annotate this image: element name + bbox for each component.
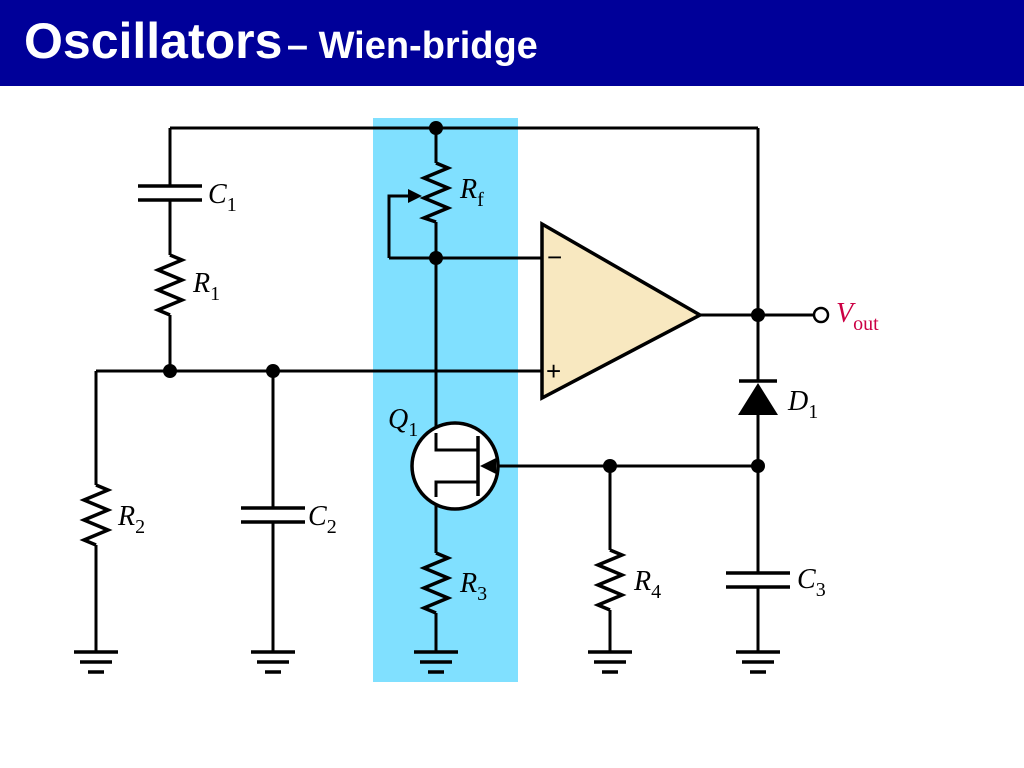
q1-label: Q1 [388, 404, 418, 441]
wires [94, 126, 814, 652]
highlight-band [373, 118, 518, 682]
capacitor-c2 [241, 506, 305, 524]
title-main: Oscillators [24, 13, 283, 69]
c2-label: C2 [308, 501, 337, 538]
r2-label: R2 [117, 501, 145, 538]
r4-label: R4 [633, 566, 661, 603]
resistor-r4 [593, 548, 627, 612]
capacitor-c3 [726, 571, 790, 589]
ground-symbol-c3 [736, 650, 780, 674]
resistor-r3 [419, 551, 453, 615]
vout-terminal [812, 306, 830, 324]
resistor-r2 [79, 483, 113, 547]
d1-label: D1 [787, 386, 818, 423]
vout-label: Vout [836, 298, 879, 335]
c1-label: C1 [208, 179, 237, 216]
op-amp [540, 220, 704, 401]
ground-symbol-r3 [414, 650, 458, 674]
rf-label: Rf [459, 174, 484, 211]
slide-title: Oscillators – Wien-bridge [24, 12, 538, 70]
title-bar: Oscillators – Wien-bridge [0, 0, 1024, 86]
capacitor-c1 [138, 184, 202, 202]
diode-d1 [738, 379, 778, 415]
transistor-q1 [410, 421, 500, 511]
ground-symbol-c2 [251, 650, 295, 674]
resistor-r1 [153, 253, 187, 317]
c3-label: C3 [797, 564, 826, 601]
r1-label: R1 [192, 268, 220, 305]
opamp-inverting-sign: − [547, 242, 562, 272]
opamp-noninverting-sign: + [546, 356, 561, 386]
r3-label: R3 [459, 568, 487, 605]
ground-symbol-r4 [588, 650, 632, 674]
ground-symbol-r2 [74, 650, 118, 674]
title-sub: – Wien-bridge [286, 25, 538, 67]
junction-dots [163, 121, 765, 473]
potentiometer-rf [408, 161, 453, 224]
